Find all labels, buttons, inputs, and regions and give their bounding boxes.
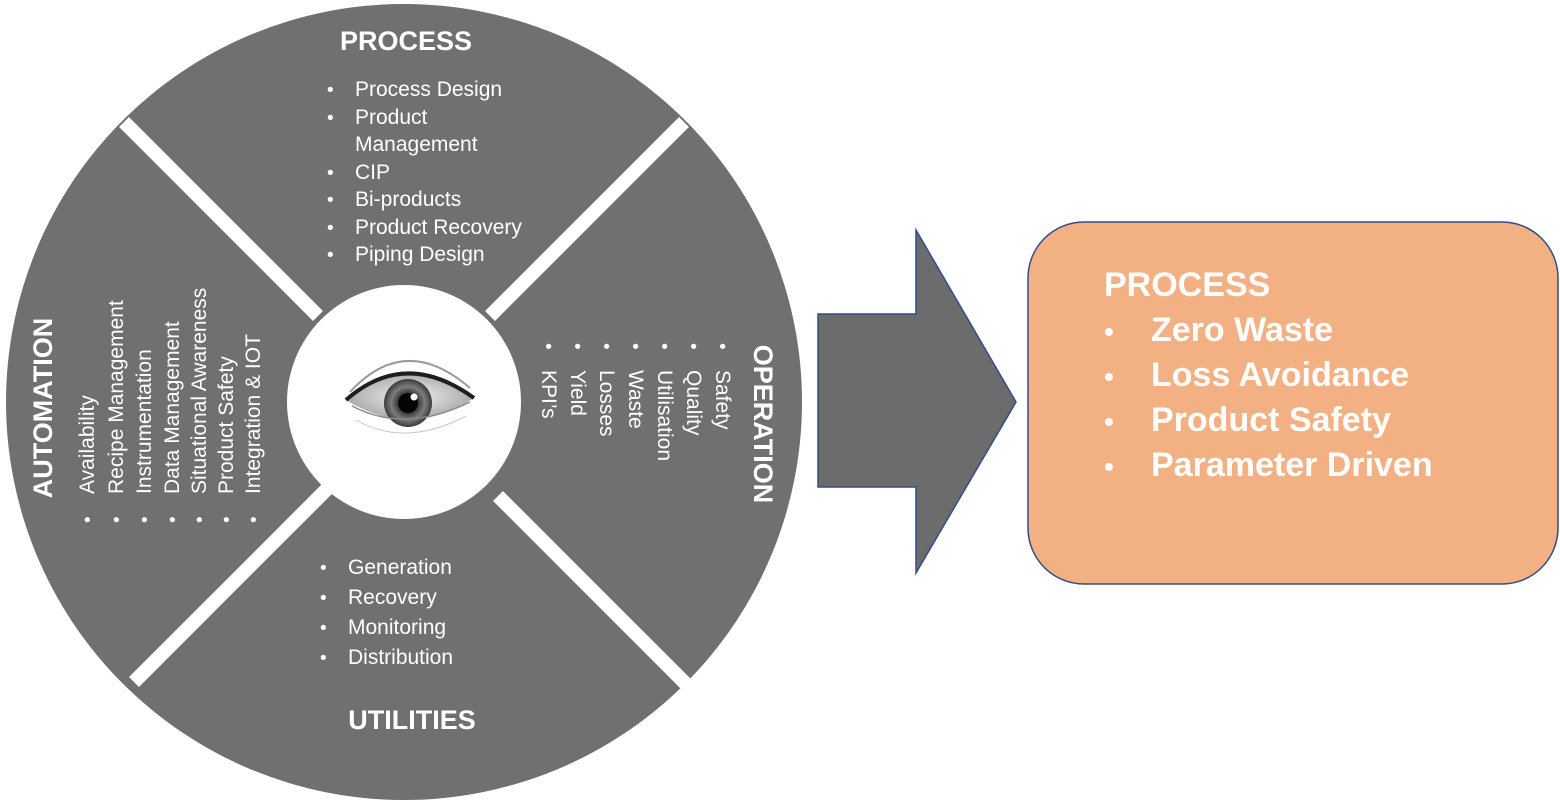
operation-item: KPI’s bbox=[537, 370, 560, 419]
utilities-item-list: • Generation • Recovery • Monitoring • Distribu… bbox=[320, 556, 453, 669]
result-box-background bbox=[1027, 221, 1559, 585]
separator-top-right bbox=[485, 117, 689, 321]
operation-item: Quality bbox=[682, 370, 705, 436]
separator-bottom-right bbox=[493, 491, 697, 695]
utilities-title: UTILITIES bbox=[348, 705, 476, 735]
process-item: Product bbox=[355, 106, 428, 129]
bullet-icon: • bbox=[1104, 406, 1114, 437]
bullet-icon: • bbox=[320, 588, 327, 609]
bullet-icon: • bbox=[78, 516, 99, 523]
operation-item: Yield bbox=[566, 370, 589, 416]
result-item: Loss Avoidance bbox=[1151, 356, 1409, 394]
bullet-icon: • bbox=[1104, 361, 1114, 392]
bullet-icon: • bbox=[327, 80, 334, 101]
automation-item: Instrumentation bbox=[133, 349, 156, 494]
bullet-icon: • bbox=[327, 245, 334, 266]
bullet-icon: • bbox=[595, 343, 616, 350]
bullet-icon: • bbox=[1104, 316, 1114, 347]
result-item-list: • Zero Waste • Loss Avoidance • Product Safet… bbox=[1104, 311, 1433, 484]
separator-bottom-left bbox=[129, 483, 333, 687]
automation-title: AUTOMATION bbox=[28, 318, 58, 498]
bullet-icon: • bbox=[653, 343, 674, 350]
bullet-icon: • bbox=[327, 163, 334, 184]
result-item: Product Safety bbox=[1151, 401, 1391, 439]
operation-title: OPERATION bbox=[748, 345, 778, 504]
bullet-icon: • bbox=[327, 108, 334, 129]
automation-item: Recipe Management bbox=[105, 300, 128, 494]
right-arrow bbox=[817, 227, 1017, 576]
operation-item: Waste bbox=[624, 370, 647, 429]
bullet-icon: • bbox=[537, 343, 558, 350]
operation-item: Losses bbox=[595, 370, 618, 437]
bullet-icon: • bbox=[107, 516, 128, 523]
segment-automation: AUTOMATION • Availability • Recipe Manageme… bbox=[28, 288, 265, 523]
process-item: Bi-products bbox=[355, 188, 461, 211]
bullet-icon: • bbox=[190, 516, 211, 523]
bullet-icon: • bbox=[1104, 451, 1114, 482]
bullet-icon: • bbox=[566, 343, 587, 350]
wheel-diagram: PROCESS • Process Design • ProductManagemen… bbox=[6, 4, 802, 800]
process-item: Process Design bbox=[355, 78, 502, 101]
automation-item: Situational Awareness bbox=[188, 288, 211, 494]
process-item: Management bbox=[355, 133, 478, 156]
result-item: Parameter Driven bbox=[1151, 446, 1433, 484]
process-title: PROCESS bbox=[340, 26, 472, 56]
operation-item-list: • Safety • Quality • Utilisation • Waste • Losses… bbox=[537, 343, 734, 461]
bullet-icon: • bbox=[327, 190, 334, 211]
utilities-item: Generation bbox=[348, 556, 452, 579]
bullet-icon: • bbox=[217, 516, 238, 523]
separator-top-left bbox=[119, 117, 323, 321]
result-title: PROCESS bbox=[1104, 266, 1270, 304]
automation-item: Availability bbox=[76, 395, 99, 494]
result-item: Zero Waste bbox=[1151, 311, 1333, 349]
bullet-icon: • bbox=[135, 516, 156, 523]
bullet-icon: • bbox=[320, 558, 327, 579]
automation-item: Product Safety bbox=[215, 356, 238, 494]
bullet-icon: • bbox=[624, 343, 645, 350]
utilities-item: Monitoring bbox=[348, 616, 446, 639]
segment-process: PROCESS • Process Design • ProductManagemen… bbox=[327, 26, 522, 266]
bullet-icon: • bbox=[244, 516, 265, 523]
bullet-icon: • bbox=[320, 618, 327, 639]
utilities-item: Recovery bbox=[348, 586, 437, 609]
bullet-icon: • bbox=[327, 218, 334, 239]
bullet-icon: • bbox=[682, 343, 703, 350]
utilities-item: Distribution bbox=[348, 646, 453, 669]
operation-item: Safety bbox=[711, 370, 734, 430]
eye-icon bbox=[344, 360, 476, 434]
automation-item-list: • Availability • Recipe Management • Instrume… bbox=[76, 288, 265, 523]
automation-item: Integration & IOT bbox=[242, 334, 265, 494]
process-item: Product Recovery bbox=[355, 216, 522, 239]
segment-utilities: UTILITIES • Generation • Recovery • Monitorin… bbox=[320, 556, 476, 735]
result-box: PROCESS • Zero Waste • Loss Avoidance • Produ… bbox=[1027, 221, 1559, 585]
bullet-icon: • bbox=[711, 343, 732, 350]
bullet-icon: • bbox=[320, 648, 327, 669]
process-item: Piping Design bbox=[355, 243, 485, 266]
automation-item: Data Management bbox=[161, 321, 184, 494]
bullet-icon: • bbox=[163, 516, 184, 523]
segment-operation: OPERATION • Safety • Quality • Utilisation • Wa… bbox=[537, 343, 778, 503]
process-item: CIP bbox=[355, 161, 390, 184]
operation-item: Utilisation bbox=[653, 370, 676, 461]
